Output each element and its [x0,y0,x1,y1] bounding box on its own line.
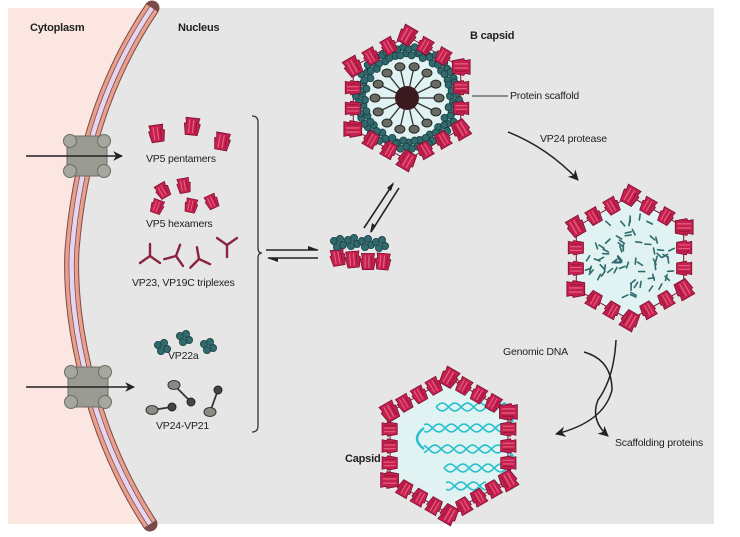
cleaved-scaffold-fragment [635,258,636,264]
penton [499,404,517,421]
hexon [360,253,375,269]
protein-scaffold-label: Protein scaffold [510,90,579,102]
hexon [382,456,397,470]
b-capsid-label: B capsid [470,30,514,42]
cleaved-scaffold-fragment [654,248,655,254]
capsid-label: Capsid [345,453,380,465]
vp24-protease-label: VP24 protease [540,133,607,145]
hexon [676,261,691,275]
hexon [568,261,583,275]
cleaved-scaffold-fragment [668,271,674,272]
vp24-vp21-scaffold [373,108,383,116]
vp24-vp21-scaffold [395,63,405,71]
vp24-vp21-scaffold [409,125,419,133]
vp24-vp21-scaffold [409,63,419,71]
cytoplasm-label: Cytoplasm [30,22,84,34]
scaffolding-proteins-label: Scaffolding proteins [615,437,703,449]
cleaved-scaffold-fragment [605,265,606,271]
vp24-vp21-scaffold [370,94,380,102]
hexon [568,240,583,254]
hexon [501,456,516,470]
cleaved-scaffold-fragment [639,214,640,220]
hexon [453,80,468,94]
vp24-vp21-scaffold [373,80,383,88]
cleaved-scaffold-fragment [658,250,664,251]
cleaved-scaffold-fragment [655,264,656,270]
hexon [501,422,516,436]
vp24-vp21-scaffold [382,69,392,77]
hexon [345,80,360,94]
vp24-vp21-scaffold [431,80,441,88]
genomic-dna-label: Genomic DNA [503,346,568,358]
hexon [345,251,362,268]
hexon [676,240,691,254]
hexon [501,439,516,453]
vp22a-label: VP22a [168,350,199,362]
vp5-hexamers-label: VP5 hexamers [146,218,212,230]
vp5-pentamer [183,117,201,136]
penton [452,59,470,76]
penton [344,121,362,138]
penton [381,472,399,489]
hexon [375,253,392,270]
cleaved-scaffold-fragment [625,235,631,236]
cleaved-scaffold-fragment [636,242,642,243]
vp5-pentamers-label: VP5 pentamers [146,153,216,165]
cleaved-scaffold-fragment [640,281,641,287]
vp24-vp21-scaffold [382,119,392,127]
hexon [345,101,360,115]
hexon [382,439,397,453]
cleaved-scaffold-fragment [616,262,622,263]
nucleus-label: Nucleus [178,22,219,34]
scaffold-core [395,86,419,110]
vp24-vp21-scaffold [395,125,405,133]
hexon [382,422,397,436]
vp24-vp21-scaffold [422,119,432,127]
vp24-vp21-scaffold [422,69,432,77]
hexon [453,101,468,115]
penton [675,219,693,236]
triplexes-label: VP23, VP19C triplexes [132,277,235,289]
vp24-vp21-label: VP24-VP21 [156,420,209,432]
vp24-vp21-scaffold [431,108,441,116]
penton [567,281,585,298]
vp24-vp21-scaffold [434,94,444,102]
